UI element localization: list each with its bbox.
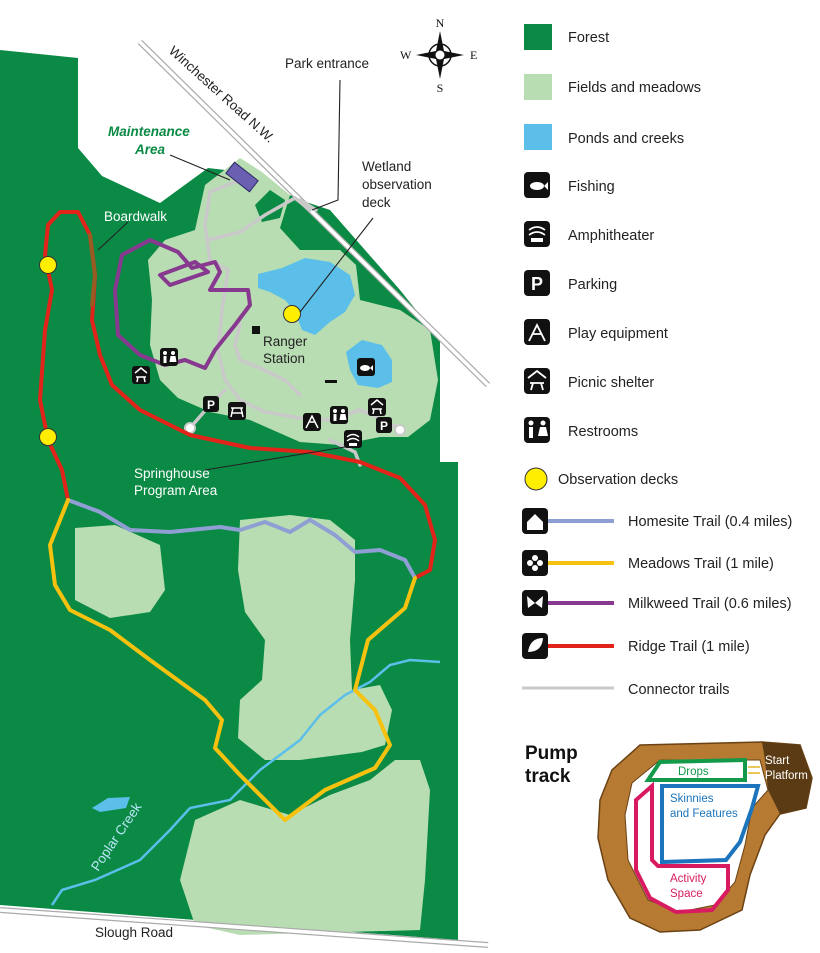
svg-text:S: S <box>437 81 444 95</box>
parking-icon: P <box>524 270 550 296</box>
fields-swatch <box>524 74 552 100</box>
svg-text:Amphitheater: Amphitheater <box>568 228 654 244</box>
forest-swatch <box>524 24 552 50</box>
butterfly-icon <box>522 590 548 616</box>
label-drops: Drops <box>678 766 709 778</box>
amphitheater-icon <box>524 221 550 247</box>
pond-large <box>258 258 355 335</box>
label-wetland-deck: Wetland <box>362 159 411 174</box>
field-south-bottom <box>180 760 430 935</box>
play-equipment-icon <box>303 413 321 431</box>
observation-deck-wetland[interactable] <box>283 305 301 323</box>
play-equipment-icon <box>524 319 550 345</box>
picnic-shelter-icon <box>368 398 386 416</box>
pump-track-inset: Pump track Drops Start Platform Skinnies… <box>525 741 813 933</box>
field-south-west <box>75 525 165 618</box>
trails <box>38 210 437 822</box>
drops-track <box>644 757 747 782</box>
svg-text:Ridge Trail (1 mile): Ridge Trail (1 mile) <box>628 639 750 655</box>
svg-text:Station: Station <box>263 351 305 366</box>
fishing-icon <box>524 172 550 198</box>
compass-rose: N S E W <box>400 16 477 95</box>
ridge-trail <box>38 210 437 580</box>
svg-text:Fishing: Fishing <box>568 179 615 195</box>
roads <box>0 39 491 948</box>
poplar-creek-line <box>50 658 441 906</box>
picnic-shelter-icon <box>524 368 550 394</box>
svg-text:Fields and meadows: Fields and meadows <box>568 80 701 96</box>
pond-small-west <box>92 797 130 812</box>
observation-deck-north[interactable] <box>39 256 57 274</box>
fishing-pier <box>325 380 337 383</box>
svg-text:Restrooms: Restrooms <box>568 424 638 440</box>
svg-text:E: E <box>470 48 477 62</box>
svg-text:track: track <box>525 766 571 787</box>
svg-text:P: P <box>207 398 215 412</box>
flower-icon <box>522 550 548 576</box>
svg-text:Play equipment: Play equipment <box>568 326 668 342</box>
svg-text:Milkweed Trail (0.6 miles): Milkweed Trail (0.6 miles) <box>628 596 792 612</box>
label-maintenance-area: Maintenance <box>108 124 190 139</box>
activity-space-track <box>634 781 730 915</box>
svg-text:W: W <box>400 48 412 62</box>
svg-text:and Features: and Features <box>670 808 738 820</box>
observation-deck-icon <box>524 467 548 491</box>
label-springhouse: Springhouse <box>134 466 210 481</box>
svg-text:Observation decks: Observation decks <box>558 472 678 488</box>
svg-text:Meadows Trail (1 mile): Meadows Trail (1 mile) <box>628 556 774 572</box>
svg-text:Ponds and creeks: Ponds and creeks <box>568 131 684 147</box>
start-platform <box>762 742 812 814</box>
parking-icon: P <box>376 417 392 433</box>
leaf-icon <box>522 633 548 659</box>
maintenance-area <box>225 161 259 193</box>
label-activity-space: Activity <box>670 873 707 885</box>
svg-text:deck: deck <box>362 195 391 210</box>
svg-text:Connector trails: Connector trails <box>628 682 730 698</box>
house-icon <box>522 508 548 534</box>
svg-text:observation: observation <box>362 177 432 192</box>
fishing-icon <box>357 358 375 376</box>
label-start-platform: Start <box>765 755 790 767</box>
svg-text:Platform: Platform <box>765 770 808 782</box>
map-icons: P P <box>132 348 392 448</box>
forest-patch-north <box>255 190 285 222</box>
skinnies-track <box>660 784 761 865</box>
svg-text:Picnic shelter: Picnic shelter <box>568 375 654 391</box>
legend: Forest Fields and meadows Ponds and cree… <box>522 24 792 698</box>
field-south-center <box>238 515 392 760</box>
meadows-trail <box>48 498 417 822</box>
svg-text:Space: Space <box>670 888 703 900</box>
parking-icon: P <box>203 396 219 412</box>
svg-text:Homesite Trail (0.4 miles): Homesite Trail (0.4 miles) <box>628 514 792 530</box>
amphitheater-icon <box>344 430 362 448</box>
svg-text:P: P <box>531 274 543 294</box>
ranger-station <box>252 326 260 334</box>
svg-text:Forest: Forest <box>568 30 609 46</box>
svg-text:Area: Area <box>134 142 166 157</box>
restrooms-icon <box>160 348 178 366</box>
svg-text:N: N <box>436 16 445 30</box>
picnic-table-icon <box>228 402 246 420</box>
restrooms-icon <box>330 406 348 424</box>
boardwalk <box>88 233 97 307</box>
label-slough-road: Slough Road <box>95 925 173 940</box>
homesite-trail <box>66 498 417 580</box>
svg-text:Parking: Parking <box>568 277 617 293</box>
ponds-swatch <box>524 124 552 150</box>
picnic-shelter-icon <box>132 366 150 384</box>
label-park-entrance: Park entrance <box>285 56 369 71</box>
pump-track-title: Pump <box>525 743 578 764</box>
label-skinnies: Skinnies <box>670 793 714 805</box>
restrooms-icon <box>524 417 550 443</box>
milkweed-trail <box>113 238 252 370</box>
label-boardwalk: Boardwalk <box>104 209 167 224</box>
svg-text:Program Area: Program Area <box>134 483 218 498</box>
label-ranger-station: Ranger <box>263 334 308 349</box>
svg-text:P: P <box>380 419 388 433</box>
observation-deck-south[interactable] <box>39 428 57 446</box>
